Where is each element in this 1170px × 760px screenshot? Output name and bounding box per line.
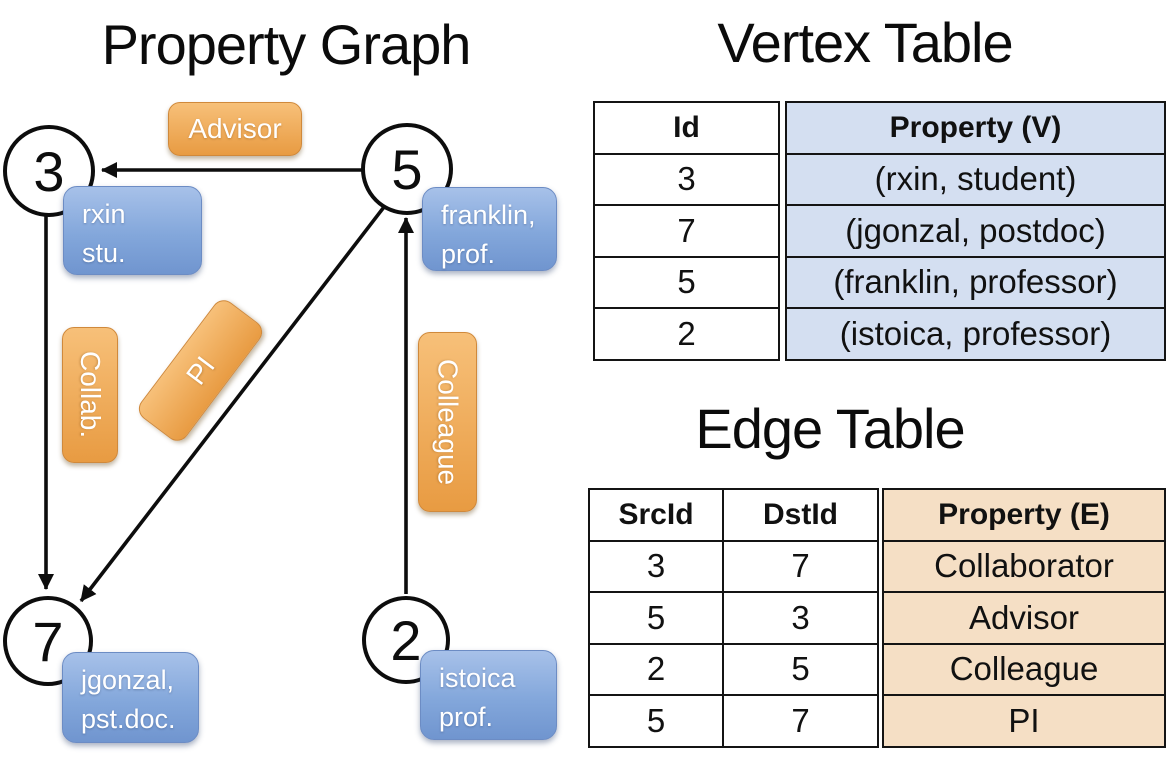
vertex-property-cell: (franklin, professor) xyxy=(785,255,1166,309)
edge-dstid-cell: 7 xyxy=(722,694,879,748)
edge-label-colleague: Colleague xyxy=(418,332,477,512)
vertex-property-line: rxin xyxy=(82,199,126,229)
property-graph-title: Property Graph xyxy=(101,13,472,76)
vertex-property-box-3: rxin stu. xyxy=(63,186,202,275)
edge-srcid-cell: 2 xyxy=(588,642,724,696)
edge-property-cell: Colleague xyxy=(882,642,1166,696)
vertex-property-line: istoica xyxy=(439,663,516,693)
vertex-id-header: Id xyxy=(593,101,780,155)
edge-property-header: Property (E) xyxy=(882,488,1166,542)
node-id-label: 2 xyxy=(390,608,422,672)
edge-property-cell: Collaborator xyxy=(882,539,1166,593)
edge-table-property-column: Property (E) Collaborator Advisor Collea… xyxy=(882,488,1166,748)
vertex-table-property-column: Property (V) (rxin, student) (jgonzal, p… xyxy=(785,101,1166,361)
edge-dstid-cell: 5 xyxy=(722,642,879,696)
edge-label-advisor: Advisor xyxy=(168,102,302,156)
node-id-label: 3 xyxy=(33,139,65,203)
edge-property-cell: PI xyxy=(882,694,1166,748)
vertex-property-line: jgonzal, xyxy=(81,665,175,695)
vertex-property-line: stu. xyxy=(82,238,126,269)
edge-label-text: PI xyxy=(179,350,221,391)
edge-label-text: Advisor xyxy=(188,113,282,144)
edge-dstid-cell: 3 xyxy=(722,591,879,645)
vertex-property-box-5: franklin, prof. xyxy=(422,187,557,271)
edge-srcid-cell: 3 xyxy=(588,539,724,593)
vertex-id-cell: 3 xyxy=(593,152,780,206)
vertex-property-line: pst.doc. xyxy=(81,704,176,735)
edge-table-title: Edge Table xyxy=(695,397,965,460)
edge-dstid-header: DstId xyxy=(722,488,879,542)
edge-srcid-header: SrcId xyxy=(588,488,724,542)
vertex-property-header: Property (V) xyxy=(785,101,1166,155)
edge-dstid-cell: 7 xyxy=(722,539,879,593)
vertex-id-cell: 2 xyxy=(593,307,780,361)
vertex-table-id-column: Id 3 7 5 2 xyxy=(593,101,780,361)
vertex-property-line: prof. xyxy=(439,702,494,733)
vertex-property-cell: (istoica, professor) xyxy=(785,307,1166,361)
edge-label-text: Colleague xyxy=(432,358,464,486)
edge-label-collab: Collab. xyxy=(62,327,118,463)
vertex-property-cell: (rxin, student) xyxy=(785,152,1166,206)
vertex-property-box-7: jgonzal, pst.doc. xyxy=(62,652,199,743)
vertex-id-cell: 5 xyxy=(593,255,780,309)
edge-pi-5-to-7 xyxy=(79,205,386,603)
edge-property-cell: Advisor xyxy=(882,591,1166,645)
edge-srcid-cell: 5 xyxy=(588,694,724,748)
vertex-property-line: franklin, xyxy=(441,200,536,230)
edge-table-id-columns: SrcId DstId 3 7 5 3 2 5 5 7 xyxy=(588,488,879,748)
vertex-property-line: prof. xyxy=(441,239,496,270)
vertex-table-title: Vertex Table xyxy=(717,11,1013,74)
node-id-label: 7 xyxy=(32,609,64,673)
vertex-property-box-2: istoica prof. xyxy=(420,650,557,740)
vertex-property-cell: (jgonzal, postdoc) xyxy=(785,204,1166,258)
vertex-id-cell: 7 xyxy=(593,204,780,258)
node-id-label: 5 xyxy=(391,137,423,201)
edge-srcid-cell: 5 xyxy=(588,591,724,645)
edge-label-text: Collab. xyxy=(75,351,106,439)
graph-node-3: 3 xyxy=(3,125,95,217)
